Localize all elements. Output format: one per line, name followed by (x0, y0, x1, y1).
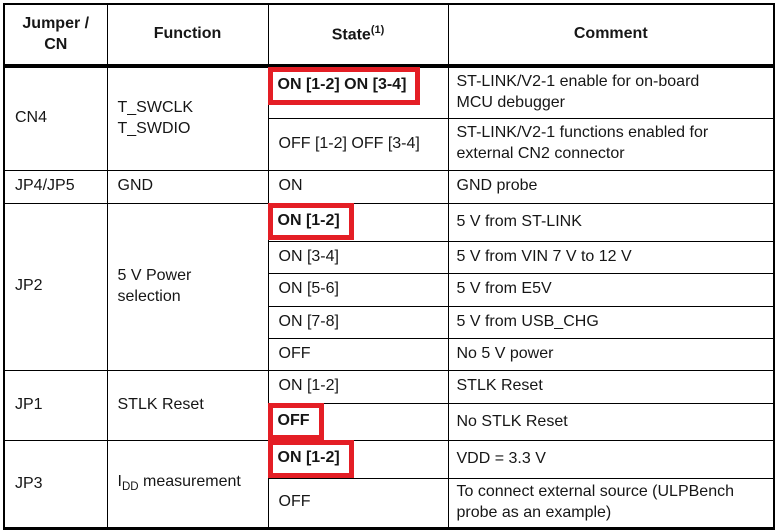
function-cell: STLK Reset (106, 369, 269, 442)
table-row: CN4 T_SWCLK T_SWDIO ON [1-2] ON [3-4] ST… (3, 65, 775, 171)
state-value: ON [1-2] ON [3-4] (277, 76, 407, 93)
idd-pre: I (117, 473, 122, 491)
idd-post: measurement (138, 473, 241, 491)
state-value: ON [1-2] (277, 211, 340, 229)
header-jumper-cn: Jumper / CN (3, 3, 108, 68)
jumper-cell: JP4/JP5 (3, 169, 108, 204)
header-comment: Comment (447, 3, 775, 68)
table-row: JP1 STLK Reset ON [1-2] STLK Reset (3, 369, 775, 442)
header-row: Jumper / CN Function State(1) Comment (3, 3, 775, 68)
comment-cell: 5 V from VIN 7 V to 12 V (447, 240, 775, 274)
header-function: Function (106, 3, 269, 68)
comment-cell: STLK Reset (447, 369, 775, 404)
highlight-box: ON [1-2] (267, 202, 354, 241)
function-cell: IDD measurement (106, 440, 269, 529)
state-value: OFF (277, 411, 310, 429)
comment-cell: ST-LINK/V2-1 enable for on-board MCU deb… (447, 65, 775, 119)
state-value: ON [1-2] (277, 449, 340, 467)
table-row: OFF To connect external source (ULPBench… (4, 478, 775, 529)
comment-cell: ST-LINK/V2-1 functions enabled for exter… (447, 117, 775, 171)
highlight-box: OFF (267, 402, 324, 441)
jumper-settings-table: Jumper / CN Function State(1) Comment CN… (3, 3, 775, 530)
table-row: ON [7-8] 5 V from USB_CHG (4, 305, 775, 339)
state-cell: ON [7-8] (267, 305, 449, 339)
state-cell: ON [1-2] (267, 440, 449, 480)
header-state: State(1) (267, 3, 449, 68)
idd-subscript: DD (121, 481, 139, 494)
comment-cell: 5 V from USB_CHG (447, 305, 775, 339)
table-row: JP3 IDD measurement ON [1-2] VDD = 3.3 V (3, 440, 775, 529)
highlight-box: ON [1-2] ON [3-4] (267, 67, 421, 105)
table-row: OFF No STLK Reset (4, 402, 775, 442)
state-cell: OFF (267, 478, 449, 529)
table-row: ON [3-4] 5 V from VIN 7 V to 12 V (4, 240, 775, 274)
table-row: JP4/JP5 GND ON GND probe (3, 169, 775, 204)
table-row: ON [5-6] 5 V from E5V (4, 272, 775, 307)
state-cell: OFF (267, 402, 449, 442)
table-row: OFF No 5 V power (4, 337, 775, 371)
comment-cell: No 5 V power (447, 337, 775, 371)
comment-cell: No STLK Reset (447, 402, 775, 442)
state-cell: ON [1-2] ON [3-4] (267, 65, 449, 119)
jumper-cell: JP1 (3, 369, 108, 442)
function-cell: GND (106, 169, 269, 204)
state-cell: ON [1-2] (267, 202, 449, 242)
state-cell: OFF [1-2] OFF [3-4] (267, 117, 449, 171)
comment-cell: 5 V from ST-LINK (447, 202, 775, 242)
comment-cell: VDD = 3.3 V (447, 440, 775, 480)
table-row: OFF [1-2] OFF [3-4] ST-LINK/V2-1 functio… (4, 117, 775, 171)
header-state-footnote: (1) (370, 23, 385, 36)
jumper-cell: JP2 (3, 202, 108, 371)
state-cell: OFF (267, 337, 449, 371)
state-cell: ON (267, 169, 449, 204)
jumper-cell: JP3 (3, 440, 108, 529)
highlight-box: ON [1-2] (267, 440, 354, 479)
comment-cell: 5 V from E5V (447, 272, 775, 307)
comment-cell: To connect external source (ULPBench pro… (447, 478, 775, 529)
jumper-cell: CN4 (3, 65, 108, 171)
header-state-label: State (331, 26, 371, 44)
function-cell: 5 V Power selection (106, 202, 269, 371)
function-cell: T_SWCLK T_SWDIO (106, 65, 269, 171)
comment-cell: GND probe (447, 169, 775, 204)
state-cell: ON [3-4] (267, 240, 449, 274)
table-row: JP2 5 V Power selection ON [1-2] 5 V fro… (3, 202, 775, 371)
state-cell: ON [5-6] (267, 272, 449, 307)
state-cell: ON [1-2] (267, 369, 449, 404)
